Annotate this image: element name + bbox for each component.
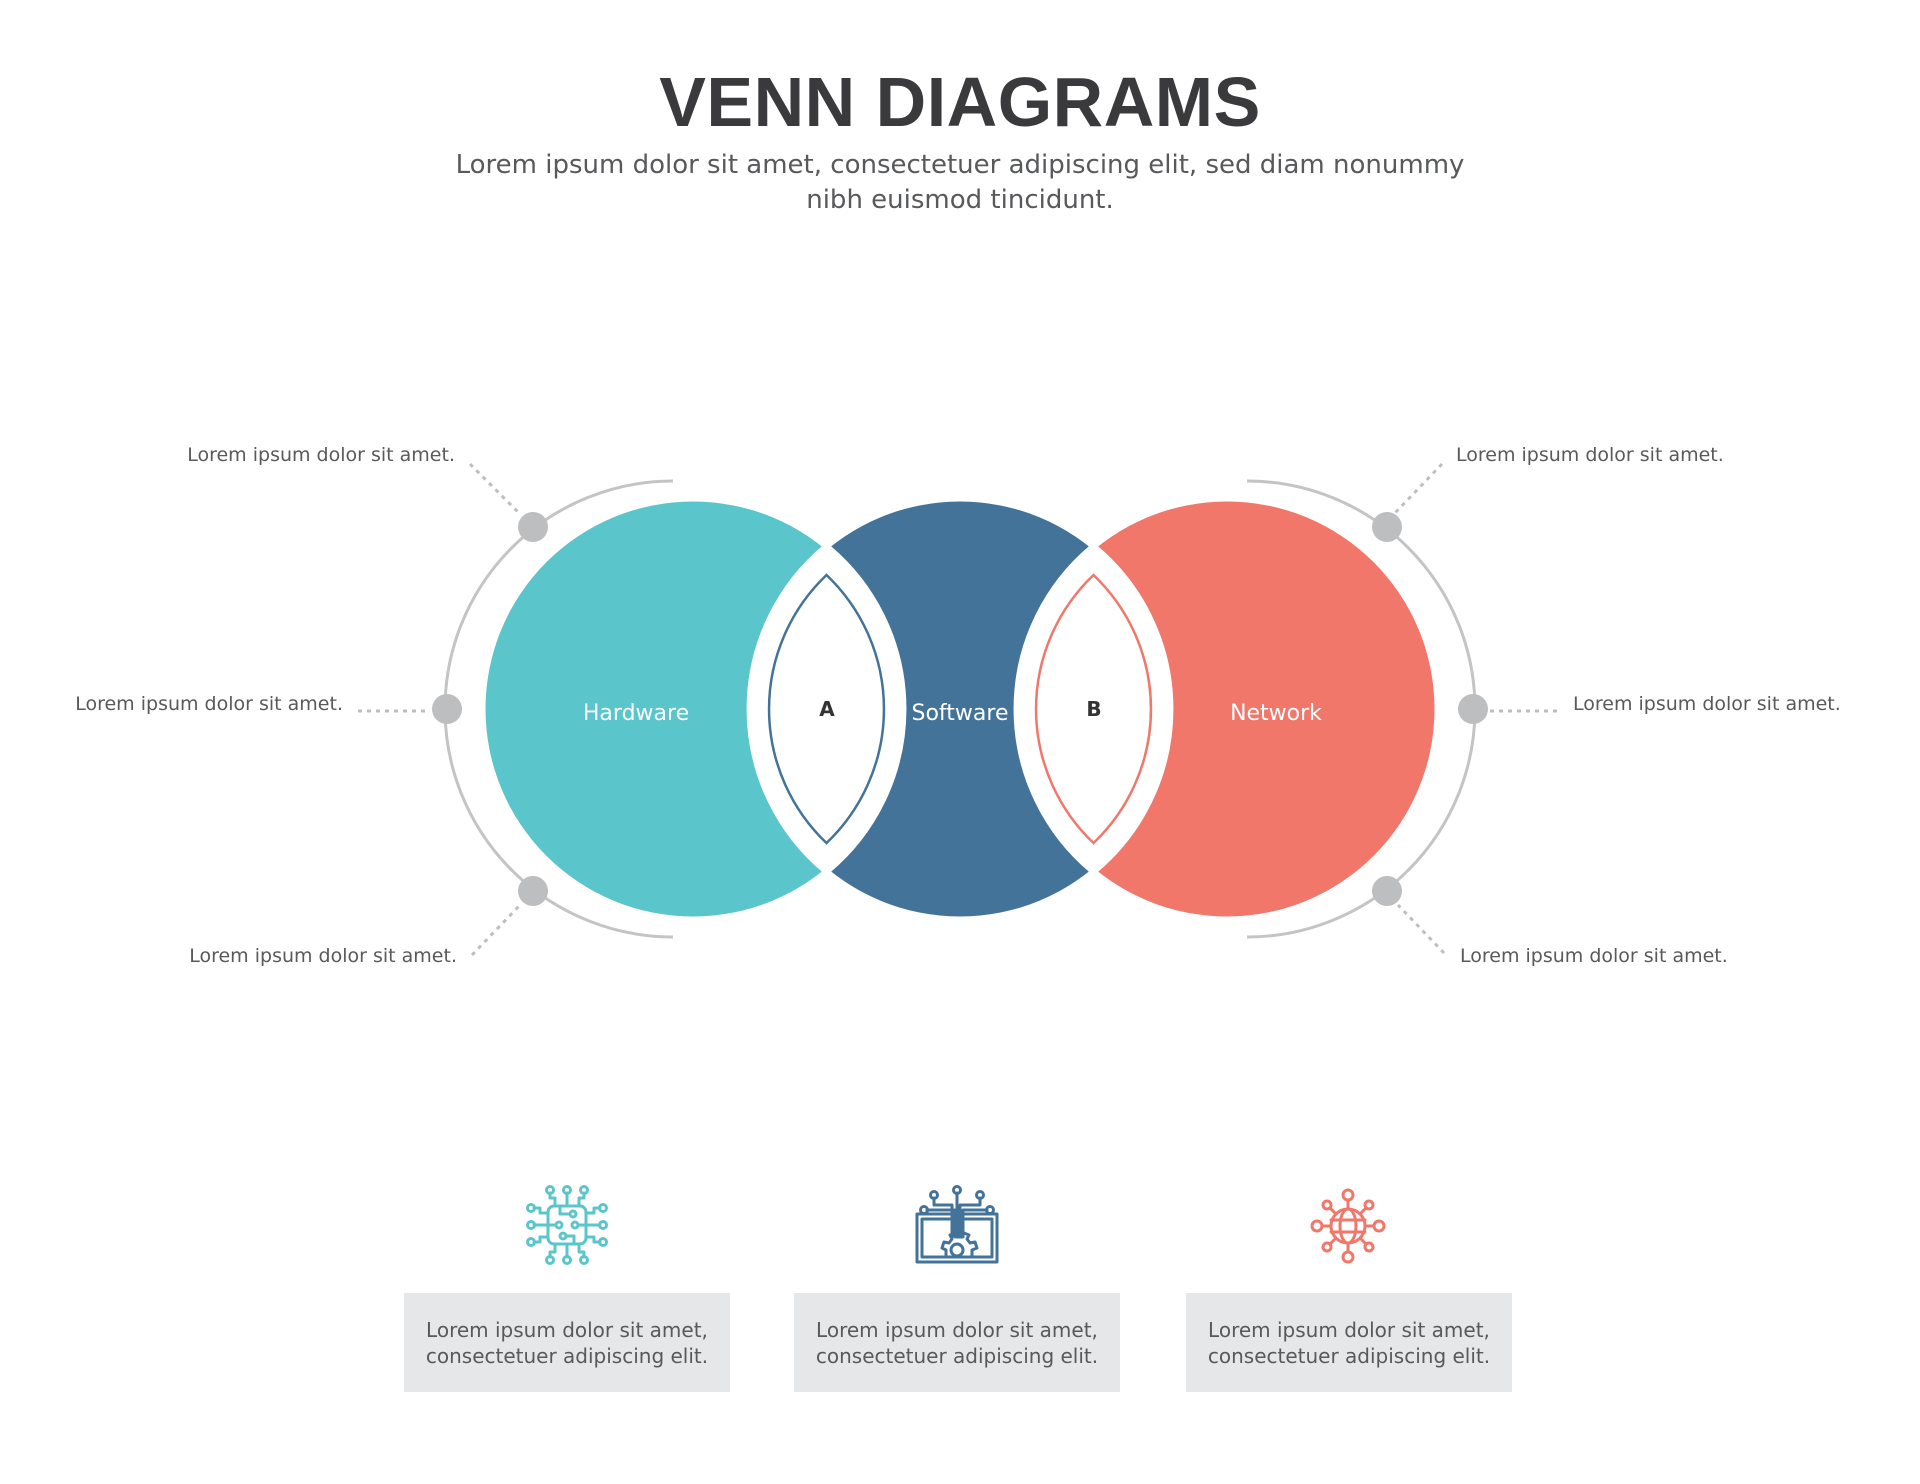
info-card-line-1: Lorem ipsum dolor sit amet, (426, 1317, 708, 1342)
connector-dot-left-top (518, 512, 548, 542)
callout-left-bottom: Lorem ipsum dolor sit amet. (189, 945, 457, 967)
connector-dot-left-middle (432, 694, 462, 724)
circuit-chip-icon (526, 1185, 608, 1265)
info-card-line-2: consectetuer adipiscing elit. (1207, 1343, 1491, 1368)
callout-right-middle: Lorem ipsum dolor sit amet. (1573, 693, 1841, 715)
info-card-line-2: consectetuer adipiscing elit. (815, 1343, 1099, 1368)
info-card-software: Lorem ipsum dolor sit amet, consectetuer… (794, 1293, 1120, 1392)
subtitle-line-1: Lorem ipsum dolor sit amet, consectetuer… (455, 150, 1465, 180)
info-card-line-2: consectetuer adipiscing elit. (425, 1343, 709, 1368)
connector-line-left-bottom (470, 903, 522, 957)
page-title: VENN DIAGRAMS (659, 63, 1261, 141)
page-subtitle: Lorem ipsum dolor sit amet, consectetuer… (380, 148, 1540, 218)
connector-line-left-top (468, 462, 522, 516)
network-globe-icon (1310, 1188, 1386, 1264)
subtitle-line-2: nibh euismod tincidunt. (806, 185, 1114, 215)
info-card-network: Lorem ipsum dolor sit amet, consectetuer… (1186, 1293, 1512, 1392)
callout-right-top: Lorem ipsum dolor sit amet. (1456, 444, 1724, 466)
connector-dot-left-bottom (518, 876, 548, 906)
info-card-line-1: Lorem ipsum dolor sit amet, (1208, 1317, 1490, 1342)
intersection-a-cutout (746, 542, 907, 876)
callout-right-bottom: Lorem ipsum dolor sit amet. (1460, 945, 1728, 967)
intersection-b-label: B (1086, 697, 1102, 721)
connector-line-right-top (1392, 462, 1444, 516)
software-gear-monitor-icon (915, 1185, 999, 1264)
info-card-line-1: Lorem ipsum dolor sit amet, (816, 1317, 1098, 1342)
hardware-label: Hardware (582, 701, 690, 726)
connector-line-right-bottom (1396, 903, 1446, 955)
connector-dot-right-middle (1458, 694, 1488, 724)
callout-left-top: Lorem ipsum dolor sit amet. (187, 444, 455, 466)
info-card-hardware: Lorem ipsum dolor sit amet, consectetuer… (404, 1293, 730, 1392)
intersection-b-outline (1034, 573, 1153, 845)
connector-dot-right-top (1372, 512, 1402, 542)
callout-left-middle: Lorem ipsum dolor sit amet. (75, 693, 343, 715)
network-label: Network (1230, 701, 1322, 726)
software-label: Software (911, 701, 1009, 726)
connector-dot-right-bottom (1372, 876, 1402, 906)
intersection-b-cutout (1013, 542, 1174, 876)
intersection-a-label: A (819, 697, 835, 721)
intersection-a-outline (767, 573, 886, 845)
